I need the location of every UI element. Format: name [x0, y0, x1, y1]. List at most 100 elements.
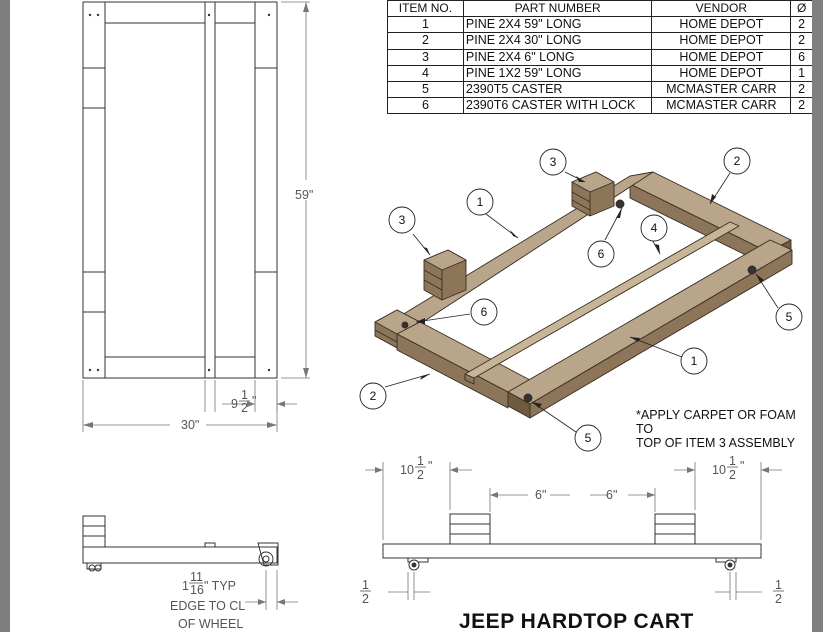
- bom-item-cell: 3: [387, 48, 464, 66]
- dim-half-left-den: 2: [362, 592, 369, 606]
- svg-text:2: 2: [734, 154, 741, 168]
- svg-text:3: 3: [399, 213, 406, 227]
- bom-part-cell: 2390T5 CASTER: [462, 80, 653, 99]
- bom-part-cell: PINE 1X2 59" LONG: [462, 64, 653, 82]
- bom-qty-cell: 2: [790, 80, 812, 99]
- bom-item-cell: 2: [387, 32, 464, 50]
- bill-of-materials-table: ITEM NO. PART NUMBER VENDOR Ø 1 PINE 2X4…: [387, 0, 812, 115]
- dim-right-den: 2: [729, 468, 736, 482]
- table-row: 4 PINE 1X2 59" LONG HOME DEPOT 1: [387, 64, 812, 82]
- dim-left-inch: ": [428, 459, 432, 473]
- bom-qty-cell: 2: [790, 97, 812, 115]
- dim-six-left-text: 6": [535, 488, 546, 502]
- iso-caster-back: [615, 199, 625, 209]
- balloon-1-bottom: [680, 347, 708, 375]
- dim-typ: [245, 570, 298, 610]
- front-base-board: [382, 543, 762, 559]
- bom-qty-cell: 2: [790, 32, 812, 50]
- bom-vendor-cell: HOME DEPOT: [651, 32, 792, 50]
- bom-header-part: PART NUMBER: [462, 0, 653, 18]
- dim-half-left-num: 1: [362, 578, 369, 592]
- balloon-4: [640, 214, 668, 242]
- isometric-view: [374, 171, 793, 419]
- dim-half-right-num: 1: [775, 578, 782, 592]
- bom-vendor-cell: MCMASTER CARR: [651, 97, 792, 115]
- plan-view: [82, 1, 278, 379]
- dim-inner-den: 2: [241, 401, 248, 415]
- svg-text:2: 2: [370, 389, 377, 403]
- bom-header-row: ITEM NO. PART NUMBER VENDOR Ø: [387, 0, 812, 18]
- svg-text:1: 1: [691, 354, 698, 368]
- dim-six: [489, 488, 656, 512]
- dim-edge-line2: OF WHEEL: [178, 617, 243, 631]
- bom-part-cell: PINE 2X4 59" LONG: [462, 16, 653, 34]
- iso-front-long-rail: [507, 239, 793, 405]
- dim-right-num: 1: [729, 454, 736, 468]
- svg-text:5: 5: [585, 431, 592, 445]
- svg-text:4: 4: [651, 221, 658, 235]
- front-view: [382, 513, 762, 571]
- bom-part-cell: PINE 2X4 30" LONG: [462, 32, 653, 50]
- bom-item-cell: 4: [387, 64, 464, 82]
- viewer-left-margin: [0, 0, 10, 632]
- plan-outer-frame: [82, 1, 278, 379]
- assembly-note-line1: *APPLY CARPET OR FOAM TO: [636, 408, 796, 436]
- table-row: 2 PINE 2X4 30" LONG HOME DEPOT 2: [387, 32, 812, 50]
- balloon-labels: 3 2 1 3 4 6 6 5 1 2 5: [370, 154, 793, 445]
- bom-vendor-cell: HOME DEPOT: [651, 16, 792, 34]
- dim-edge-line1: EDGE TO CL: [170, 599, 245, 613]
- assembly-note-line2: TOP OF ITEM 3 ASSEMBLY: [636, 436, 796, 450]
- balloon-2-bottom: [359, 382, 387, 410]
- side-view: [82, 515, 279, 572]
- dim-left-offset: [365, 462, 472, 540]
- dim-width: [82, 380, 278, 432]
- bom-part-cell: 2390T6 CASTER WITH LOCK: [462, 97, 653, 115]
- balloon-3-top: [539, 148, 567, 176]
- bom-part-cell: PINE 2X4 6" LONG: [462, 48, 653, 66]
- bom-header-vendor: VENDOR: [651, 0, 792, 18]
- dim-inner-num: 1: [241, 388, 248, 402]
- plan-screw-dots: [88, 13, 271, 372]
- balloon-1-top: [466, 188, 494, 216]
- dim-typ-whole: 1: [182, 579, 189, 593]
- dim-height: [281, 1, 310, 379]
- table-row: 5 2390T5 CASTER MCMASTER CARR 2: [387, 80, 812, 99]
- bom-qty-cell: 1: [790, 64, 812, 82]
- bom-item-cell: 1: [387, 16, 464, 34]
- balloon-5-bottom: [574, 424, 602, 452]
- assembly-note: *APPLY CARPET OR FOAM TO TOP OF ITEM 3 A…: [636, 408, 812, 450]
- bom-vendor-cell: HOME DEPOT: [651, 64, 792, 82]
- dim-left-whole: 10: [400, 463, 414, 477]
- bom-qty-cell: 6: [790, 48, 812, 66]
- svg-text:6: 6: [598, 247, 605, 261]
- bom-vendor-cell: HOME DEPOT: [651, 48, 792, 66]
- drawing-sheet: 59" 9 1 2 ": [10, 0, 812, 632]
- dim-inner-inch: ": [252, 394, 256, 408]
- dim-height-text: 59": [295, 188, 313, 202]
- balloon-6-left: [470, 298, 498, 326]
- dim-half: [388, 572, 762, 600]
- bom-vendor-cell: MCMASTER CARR: [651, 80, 792, 99]
- dim-typ-num: 11: [190, 570, 203, 584]
- dim-right-offset: [674, 462, 782, 540]
- iso-caster-front: [523, 393, 533, 403]
- viewer-right-margin: [812, 0, 823, 632]
- drawing-title: JEEP HARDTOP CART: [459, 610, 694, 632]
- bom-item-cell: 5: [387, 80, 464, 99]
- balloon-5-right: [775, 303, 803, 331]
- table-row: 3 PINE 2X4 6" LONG HOME DEPOT 6: [387, 48, 812, 66]
- dim-inner: [204, 380, 297, 412]
- balloons: [359, 147, 803, 452]
- engineering-drawing: 59" 9 1 2 ": [82, 1, 803, 631]
- dim-right-whole: 10: [712, 463, 726, 477]
- iso-caster-left: [401, 321, 409, 329]
- balloon-arrowheads: [416, 176, 764, 408]
- dim-six-right-text: 6": [606, 488, 617, 502]
- table-row: 1 PINE 2X4 59" LONG HOME DEPOT 2: [387, 16, 812, 34]
- dim-left-den: 2: [417, 468, 424, 482]
- bom-header-item: ITEM NO.: [387, 0, 464, 18]
- svg-text:5: 5: [786, 310, 793, 324]
- bom-item-cell: 6: [387, 97, 464, 115]
- dim-half-right-den: 2: [775, 592, 782, 606]
